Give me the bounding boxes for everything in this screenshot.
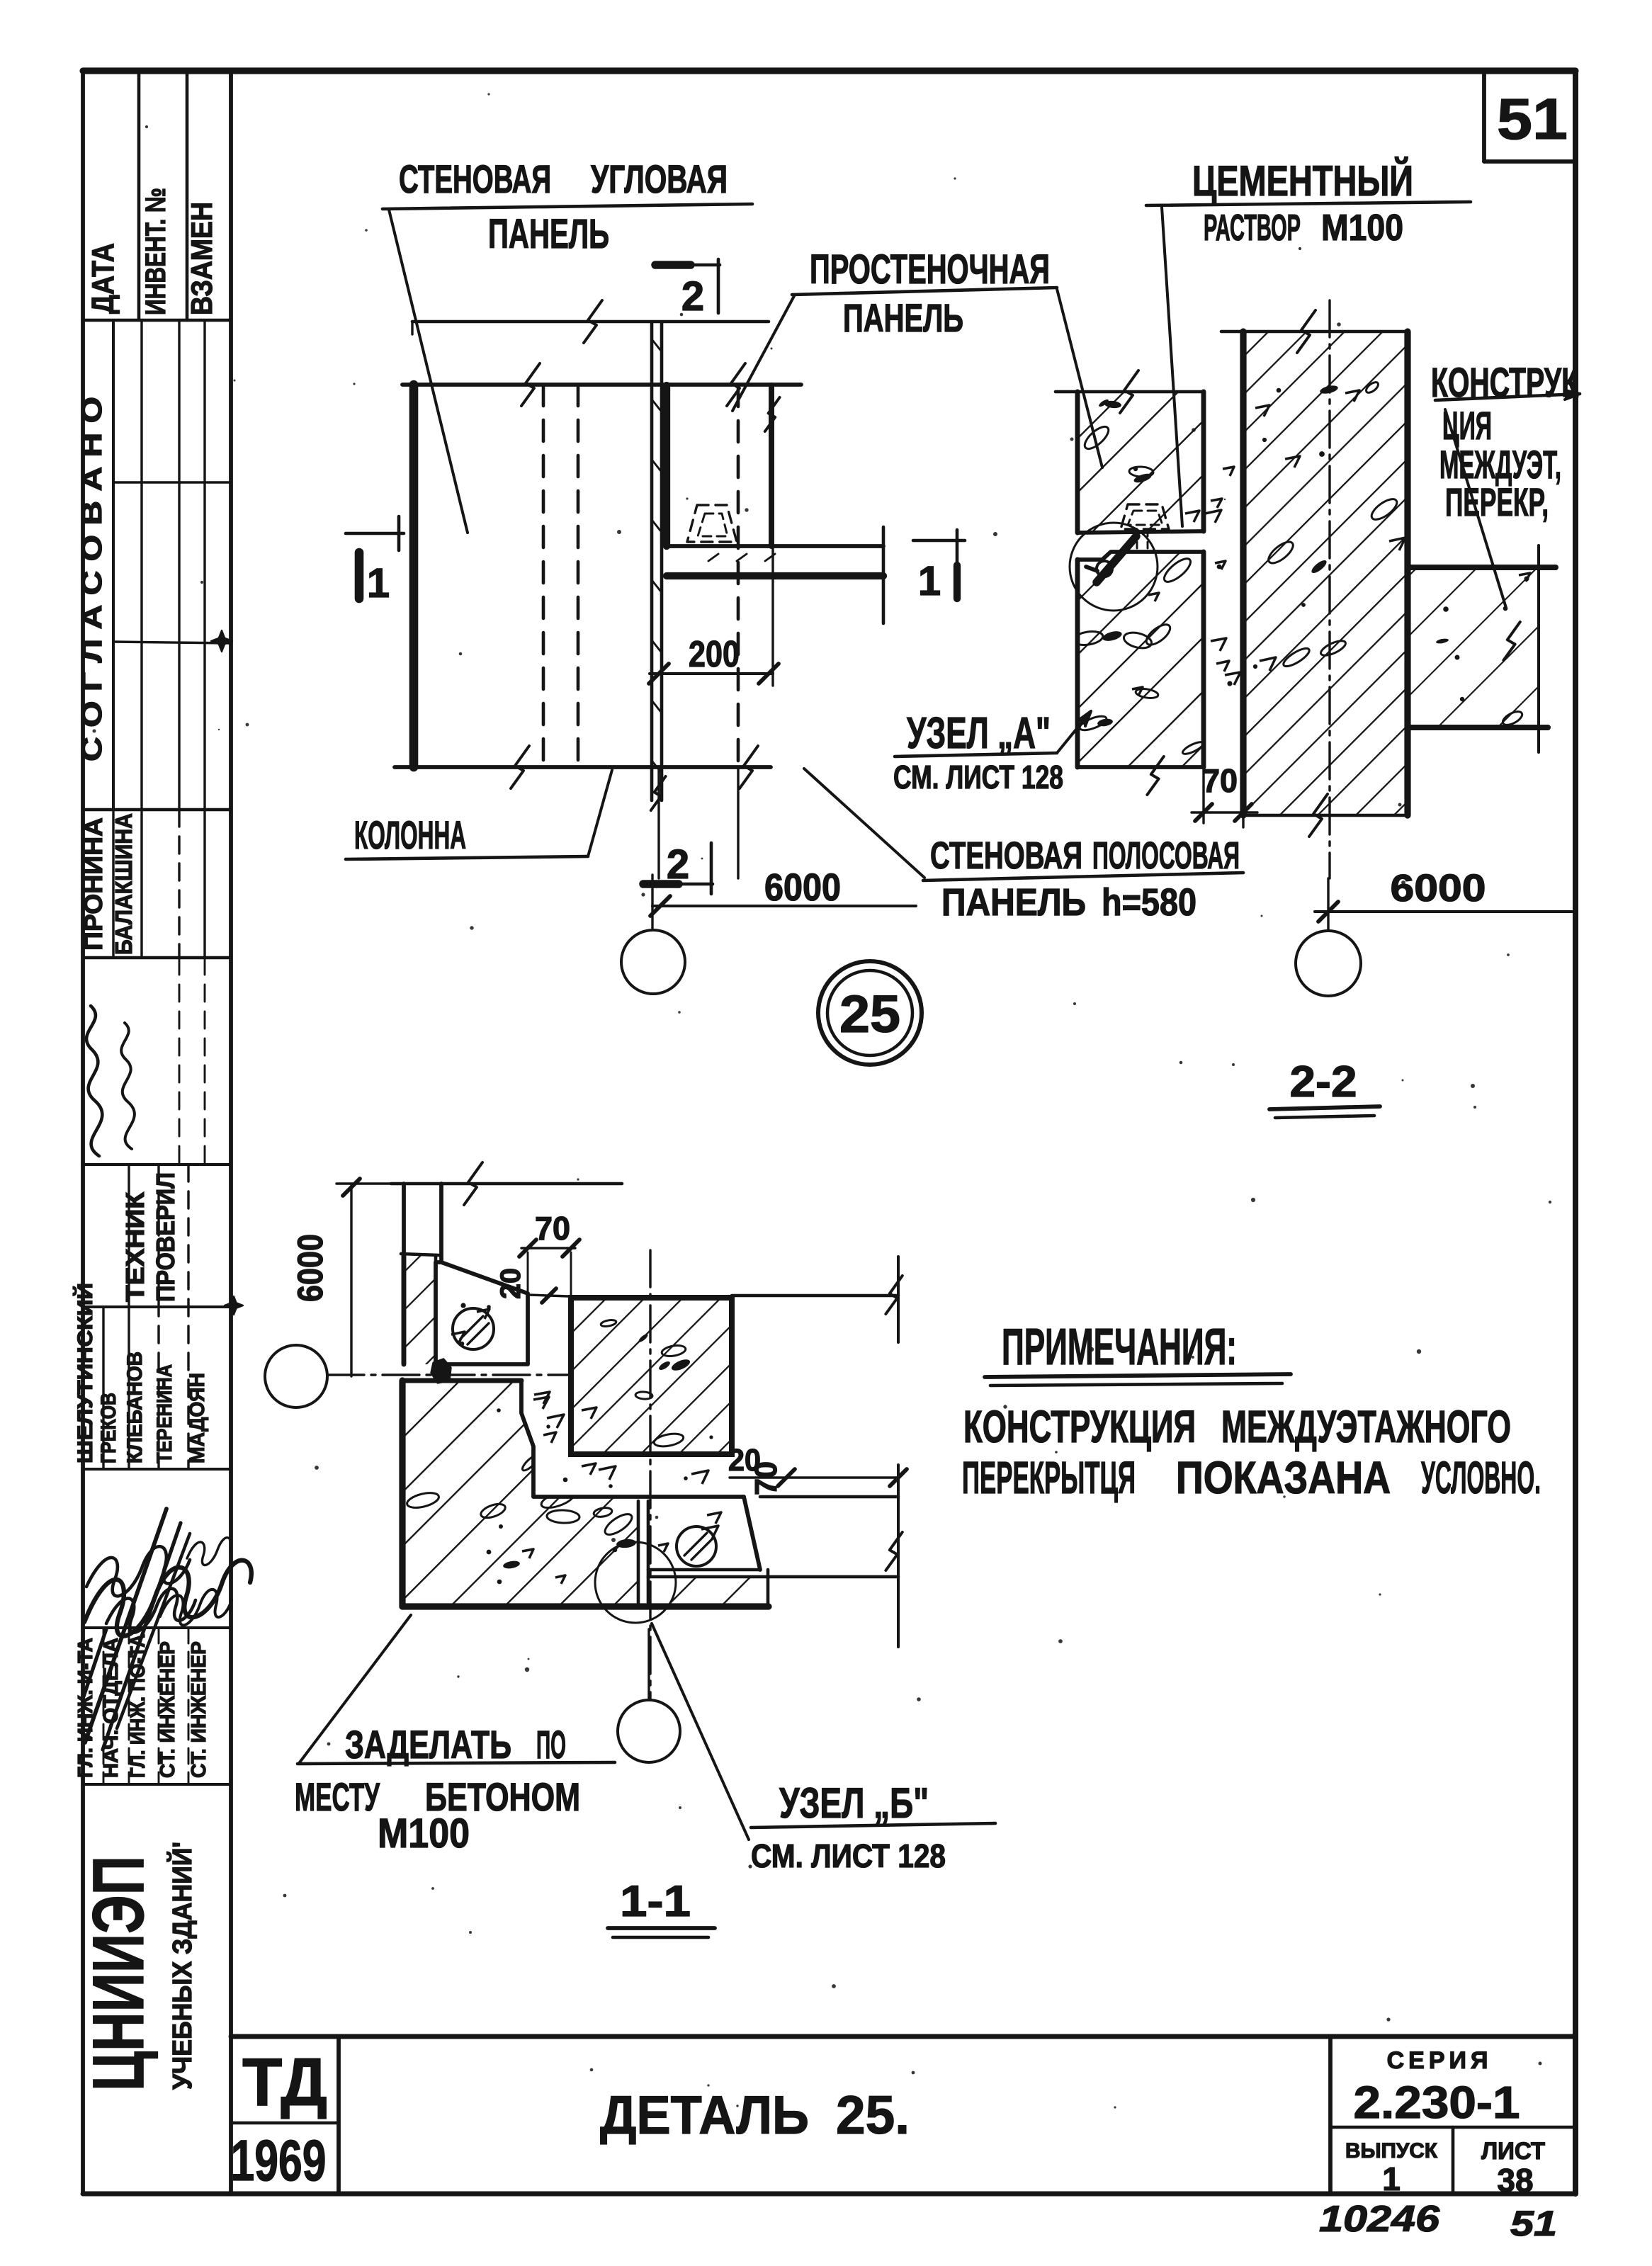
svg-text:ПОКАЗАНА: ПОКАЗАНА xyxy=(1176,1452,1391,1503)
svg-text:1: 1 xyxy=(918,558,941,604)
svg-text:ПРОСТЕНОЧНАЯ: ПРОСТЕНОЧНАЯ xyxy=(810,247,1050,293)
svg-text:200: 200 xyxy=(689,634,740,675)
svg-text:МАДОЯН: МАДОЯН xyxy=(186,1373,209,1463)
svg-text:МЕЖДУЭТ,: МЕЖДУЭТ, xyxy=(1439,442,1561,487)
svg-text:1: 1 xyxy=(367,560,390,606)
svg-text:6000: 6000 xyxy=(764,866,841,909)
svg-text:ЦЕМЕНТНЫЙ: ЦЕМЕНТНЫЙ xyxy=(1192,157,1413,205)
svg-text:УСЛОВНО.: УСЛОВНО. xyxy=(1421,1452,1541,1503)
svg-text:ПАНЕЛЬ: ПАНЕЛЬ xyxy=(843,295,963,340)
svg-text:СМ. ЛИСТ 128: СМ. ЛИСТ 128 xyxy=(893,759,1063,795)
svg-text:УЧЕБНЫХ ЗДАНИЙ': УЧЕБНЫХ ЗДАНИЙ' xyxy=(166,1842,198,2090)
svg-text:КЛЕБАНОВ: КЛЕБАНОВ xyxy=(123,1352,147,1463)
svg-text:ЦНИИЭП: ЦНИИЭП xyxy=(78,1856,159,2091)
svg-text:СТЕНОВАЯ: СТЕНОВАЯ xyxy=(399,157,551,201)
svg-text:ПАНЕЛЬ: ПАНЕЛЬ xyxy=(941,881,1086,924)
svg-text:МЕСТУ: МЕСТУ xyxy=(295,1774,380,1819)
svg-text:ПРОВЕРИЛ: ПРОВЕРИЛ xyxy=(151,1172,180,1302)
svg-text:ШЕЛУТИНСКИЙ: ШЕЛУТИНСКИЙ xyxy=(73,1283,97,1463)
svg-text:25: 25 xyxy=(839,985,900,1043)
svg-text:РАСТВОР: РАСТВОР xyxy=(1204,208,1301,249)
svg-text:ПО: ПО xyxy=(536,1722,566,1767)
svg-text:СМ. ЛИСТ 128: СМ. ЛИСТ 128 xyxy=(751,1837,946,1874)
svg-text:М100: М100 xyxy=(1321,208,1403,249)
svg-text:ПОЛОСОВАЯ: ПОЛОСОВАЯ xyxy=(1092,834,1240,877)
svg-text:20: 20 xyxy=(728,1443,761,1478)
svg-text:70: 70 xyxy=(1202,762,1238,799)
svg-text:ВЫПУСК: ВЫПУСК xyxy=(1345,2139,1438,2163)
svg-text:ПРИМЕЧАНИЯ:: ПРИМЕЧАНИЯ: xyxy=(1002,1319,1237,1376)
svg-text:ГЛ. ИНЖ. И-ТА: ГЛ. ИНЖ. И-ТА xyxy=(74,1638,97,1778)
svg-text:1: 1 xyxy=(1382,2160,1401,2197)
svg-text:ЛИСТ: ЛИСТ xyxy=(1481,2138,1545,2165)
svg-text:51: 51 xyxy=(1510,2204,1557,2243)
svg-text:ТД: ТД xyxy=(242,2044,327,2120)
svg-text:25.: 25. xyxy=(836,2085,910,2146)
svg-text:ЦИЯ: ЦИЯ xyxy=(1442,403,1492,448)
svg-text:10246: 10246 xyxy=(1319,2199,1440,2240)
svg-text:2.230-1: 2.230-1 xyxy=(1354,2077,1520,2128)
svg-text:ПАНЕЛЬ: ПАНЕЛЬ xyxy=(488,211,609,257)
svg-text:ПЕРЕКРЫТЦЯ: ПЕРЕКРЫТЦЯ xyxy=(962,1452,1136,1503)
svg-text:СЕРИЯ: СЕРИЯ xyxy=(1387,2047,1493,2074)
svg-text:КОЛОННА: КОЛОННА xyxy=(354,812,466,857)
svg-text:2: 2 xyxy=(681,273,704,319)
svg-text:ДЕТАЛЬ: ДЕТАЛЬ xyxy=(600,2085,809,2146)
svg-text:БЕТОНОМ: БЕТОНОМ xyxy=(425,1774,580,1819)
svg-text:ИНВЕНТ. №: ИНВЕНТ. № xyxy=(140,188,171,315)
svg-text:1-1: 1-1 xyxy=(620,1877,691,1926)
svg-text:ТЕРЕНИНА: ТЕРЕНИНА xyxy=(153,1364,176,1463)
svg-text:НАЧ. ОТДЕЛА: НАЧ. ОТДЕЛА xyxy=(100,1638,123,1778)
svg-text:УГЛОВАЯ: УГЛОВАЯ xyxy=(591,157,728,201)
svg-text:СТЕНОВАЯ: СТЕНОВАЯ xyxy=(930,834,1082,877)
svg-text:ДАТА: ДАТА xyxy=(86,243,120,314)
svg-text:ГРЕКОВ: ГРЕКОВ xyxy=(97,1393,120,1463)
svg-text:20: 20 xyxy=(495,1268,526,1299)
svg-text:6000: 6000 xyxy=(1391,867,1486,910)
svg-text:ПРОНИНА: ПРОНИНА xyxy=(79,817,108,951)
svg-text:51: 51 xyxy=(1497,87,1568,152)
svg-text:ЗАДЕЛАТЬ: ЗАДЕЛАТЬ xyxy=(345,1722,511,1767)
svg-text:УЗЕЛ „Б": УЗЕЛ „Б" xyxy=(779,1779,929,1827)
svg-text:БАЛАКШИНА: БАЛАКШИНА xyxy=(111,813,137,955)
svg-text:СТ. ИНЖЕНЕР: СТ. ИНЖЕНЕР xyxy=(188,1641,210,1778)
svg-text:h=580: h=580 xyxy=(1102,881,1196,924)
svg-text:МЕЖДУЭТАЖНОГО: МЕЖДУЭТАЖНОГО xyxy=(1221,1401,1511,1452)
svg-text:ВЗАМЕН: ВЗАМЕН xyxy=(185,202,218,315)
svg-text:1969: 1969 xyxy=(231,2129,327,2193)
svg-text:М100: М100 xyxy=(378,1811,470,1857)
svg-text:ТЕХНИК: ТЕХНИК xyxy=(120,1191,149,1302)
svg-text:2: 2 xyxy=(667,842,689,888)
svg-text:ГЛ. ИНЖ. ПО-ТА: ГЛ. ИНЖ. ПО-ТА xyxy=(127,1634,149,1778)
svg-text:ПЕРЕКР,: ПЕРЕКР, xyxy=(1445,480,1549,524)
svg-text:70: 70 xyxy=(749,1461,783,1495)
svg-text:КОНСТРУКЦИЯ: КОНСТРУКЦИЯ xyxy=(963,1401,1196,1452)
svg-text:С О Г Л А С О В А Н О: С О Г Л А С О В А Н О xyxy=(77,397,108,761)
svg-text:2-2: 2-2 xyxy=(1290,1058,1357,1106)
svg-text:6000: 6000 xyxy=(290,1234,330,1302)
svg-text:38: 38 xyxy=(1497,2162,1533,2199)
svg-text:70: 70 xyxy=(535,1210,570,1247)
svg-text:СТ. ИНЖЕНЕР: СТ. ИНЖЕНЕР xyxy=(157,1641,179,1778)
svg-text:УЗЕЛ „А": УЗЕЛ „А" xyxy=(907,709,1051,758)
